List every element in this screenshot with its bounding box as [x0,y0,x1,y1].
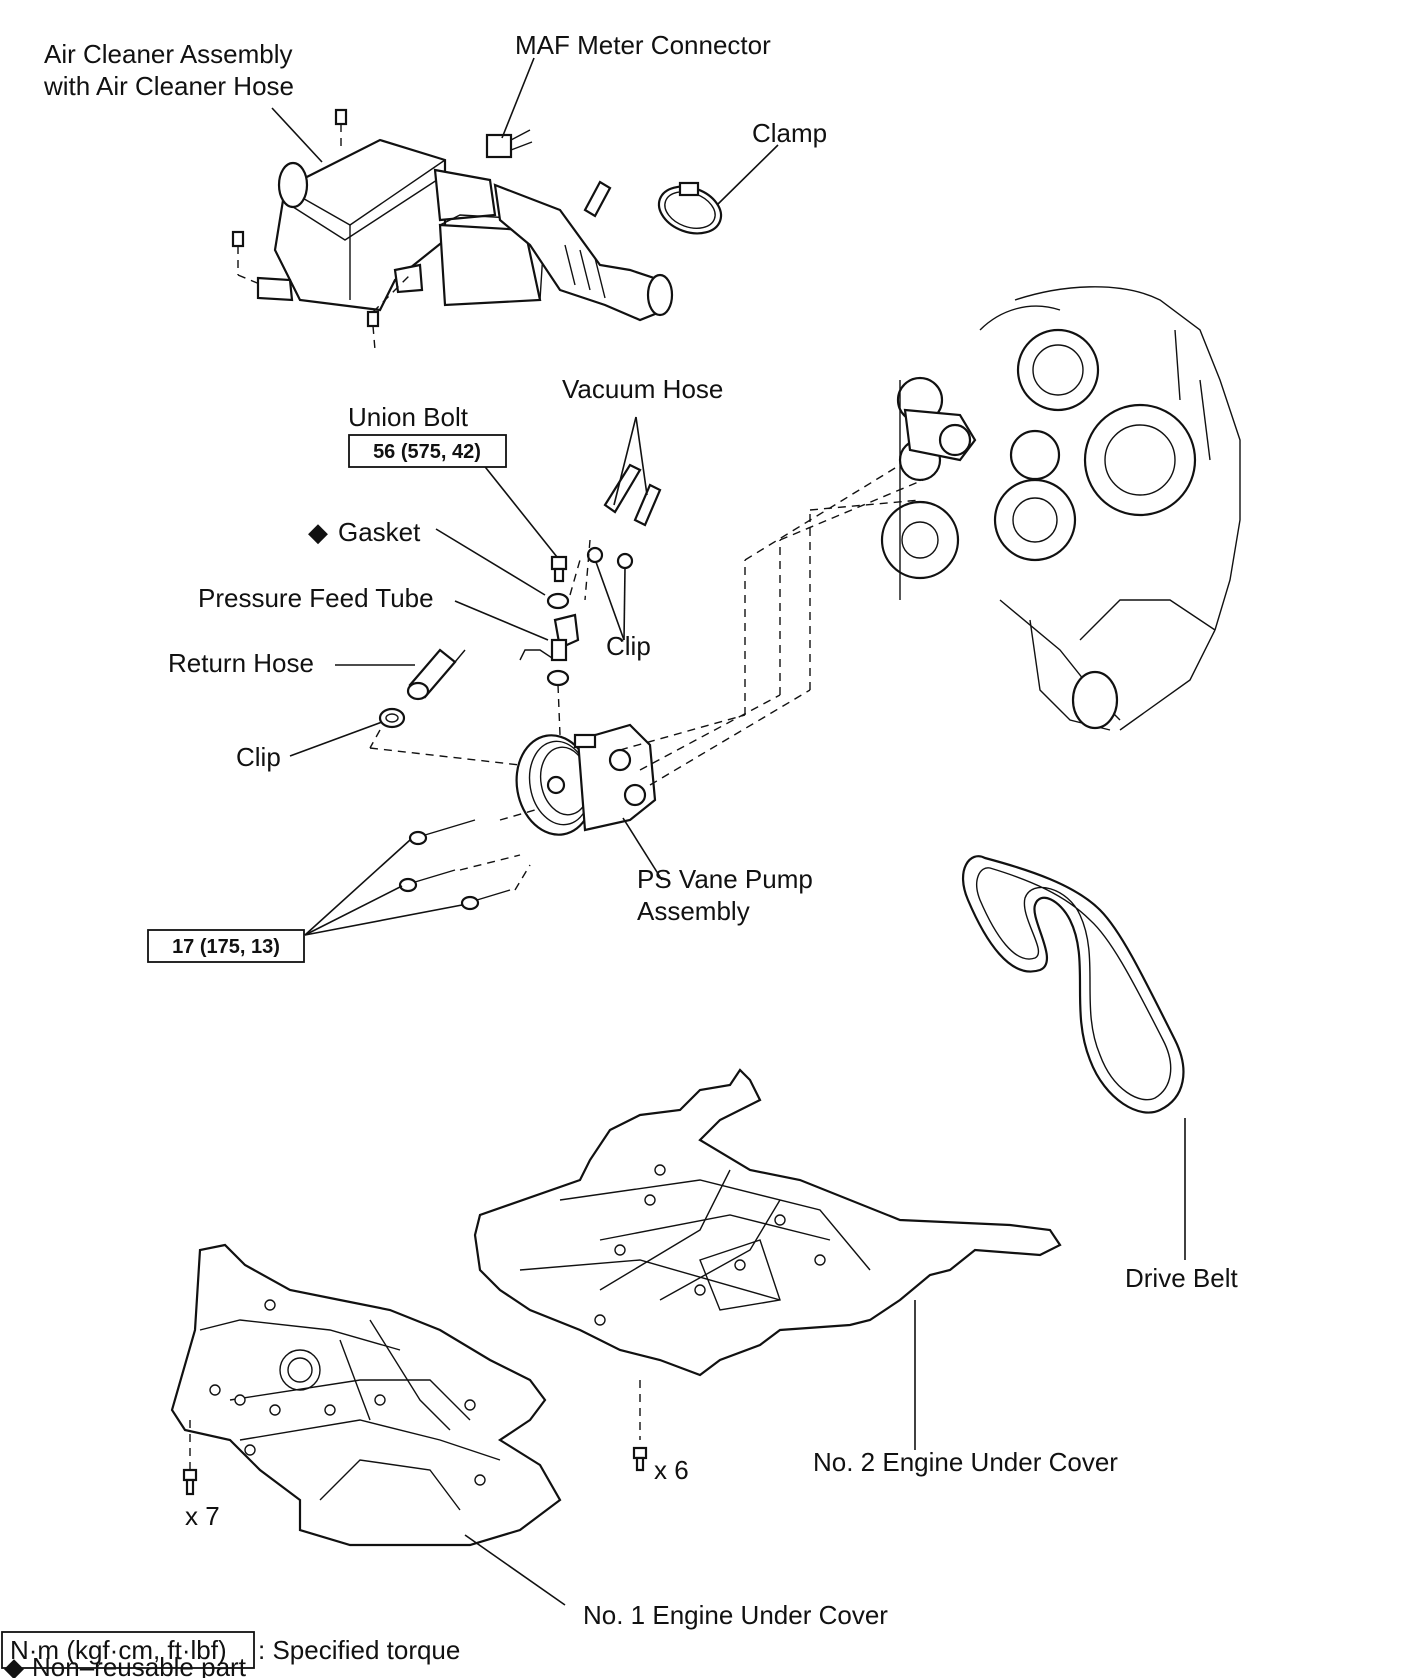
label-ps-vane-pump-line2: Assembly [637,896,750,926]
torque-box-union-bolt: 56 (575, 42) [348,434,507,468]
label-pressure-feed-tube: Pressure Feed Tube [198,583,434,613]
label-clip-lower: Clip [236,742,281,772]
label-air-cleaner-line1: Air Cleaner Assembly [44,39,293,69]
bolt-icon [231,230,263,286]
legend-non-reusable: Non–reusable part [32,1652,247,1678]
legend-torque-box: N·m (kgf·cm, ft·lbf) [10,1635,227,1665]
label-maf-meter-connector: MAF Meter Connector [515,30,771,60]
air-cleaner-assembly [231,108,674,351]
legend: N·m (kgf·cm, ft·lbf) : Specified torque [1,1631,460,1669]
bolt-icon [334,108,348,150]
bolt-icon [408,819,476,846]
no2-under-cover-icon [473,1068,1062,1377]
bolt-icon [398,869,456,893]
label-bolt-count-left: x 7 [185,1501,220,1531]
hose-piece-icon [583,180,612,218]
leader-lines [271,57,1186,1606]
union-bolt-icon [550,555,568,583]
legend-diamond-icon: ◆ [4,1652,24,1678]
bolt-icon [182,1420,198,1496]
legend-torque-desc: : Specified torque [258,1635,460,1665]
label-bolt-count-right: x 6 [654,1455,689,1485]
label-no2-engine-under-cover: No. 2 Engine Under Cover [813,1447,1118,1477]
diamond-icon: ◆ [308,517,328,547]
torque-union-bolt: 56 (575, 42) [373,441,481,463]
engine-block [880,286,1241,731]
label-vacuum-hose: Vacuum Hose [562,374,723,404]
vacuum-hose-icon [603,463,662,527]
pressure-feed-tube-icon [519,613,580,662]
alignment-lines [369,464,936,891]
no1-under-cover-icon [170,1243,562,1547]
label-drive-belt: Drive Belt [1125,1263,1238,1293]
bolt-icon [366,274,411,351]
label-return-hose: Return Hose [168,648,314,678]
label-ps-vane-pump-line1: PS Vane Pump [637,864,813,894]
clamp-icon [657,181,723,235]
torque-box-pump-bolts: 17 (175, 13) [147,929,305,963]
bolt-icon [632,1380,648,1472]
maf-connector-icon [485,129,533,159]
return-hose-icon [406,648,466,701]
torque-pump-bolts: 17 (175, 13) [172,936,280,958]
bolt-icon [460,889,511,911]
drive-belt-icon [962,855,1185,1114]
label-clip-upper: Clip [606,631,651,661]
label-air-cleaner-line2: with Air Cleaner Hose [43,71,294,101]
label-no1-engine-under-cover: No. 1 Engine Under Cover [583,1600,888,1630]
label-union-bolt: Union Bolt [348,402,469,432]
clip-icon [378,707,406,729]
clip-icon [586,546,634,570]
label-clamp: Clamp [752,118,827,148]
ps-vane-pump [515,723,657,836]
label-gasket: Gasket [338,517,421,547]
